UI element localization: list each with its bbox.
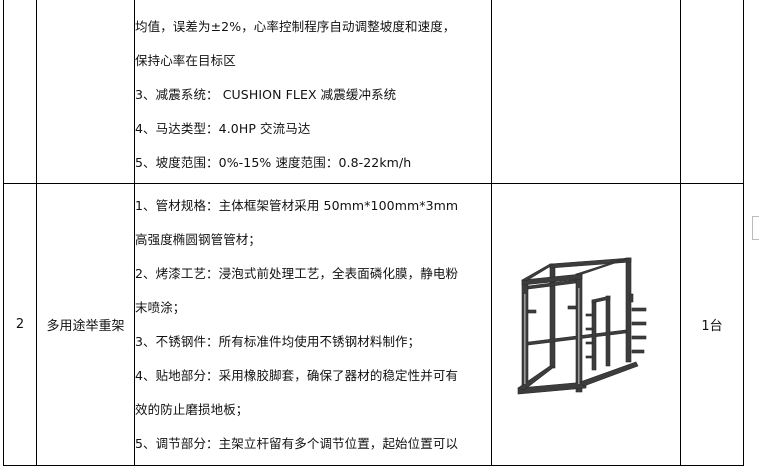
spec-line: 保持心率在目标区: [135, 53, 236, 68]
item-name-cell: [36, 0, 135, 184]
row-number-cell: 2: [3, 183, 37, 466]
row-number-cell: [3, 0, 37, 184]
page-edge-marker: [752, 216, 759, 240]
spec-line: 3、减震系统： CUSHION FLEX 减震缓冲系统: [135, 87, 397, 102]
spec-cell: 均值，误差为±2%，心率控制程序自动调整坡度和速度， 保持心率在目标区 3、减震…: [134, 0, 492, 184]
spec-line: 5、坡度范围：0%-15% 速度范围：0.8-22km/h: [135, 155, 412, 170]
spec-cell: 1、管材规格：主体框架管材采用 50mm*100mm*3mm 高强度椭圆钢管管材…: [134, 183, 492, 466]
spec-line: 4、贴地部分：采用橡胶脚套，确保了器材的稳定性并可有: [135, 367, 459, 383]
table-row: 2 多用途举重架 1、管材规格：主体框架管材采用 50mm*100mm*3mm …: [3, 183, 744, 466]
spec-line: 效的防止磨损地板；: [135, 401, 249, 417]
quantity-cell: [680, 0, 744, 184]
spec-line: 3、不锈钢件：所有标准件均使用不锈钢材料制作；: [135, 333, 421, 349]
spec-line: 高强度椭圆钢管管材；: [135, 231, 262, 247]
image-cell: [491, 0, 681, 184]
spec-line: 均值，误差为±2%，心率控制程序自动调整坡度和速度，: [135, 19, 456, 34]
equipment-spec-table: 均值，误差为±2%，心率控制程序自动调整坡度和速度， 保持心率在目标区 3、减震…: [3, 0, 744, 466]
quantity-cell: 1台: [680, 183, 744, 466]
spec-line: 2、烤漆工艺：浸泡式前处理工艺，全表面磷化膜，静电粉: [135, 265, 459, 281]
spec-line: 末喷涂；: [135, 299, 186, 315]
table-row: 均值，误差为±2%，心率控制程序自动调整坡度和速度， 保持心率在目标区 3、减震…: [3, 0, 744, 184]
power-rack-icon: [517, 257, 647, 394]
spec-line: 4、马达类型：4.0HP 交流马达: [135, 121, 311, 136]
spec-line: 5、调节部分：主架立杆留有多个调节位置，起始位置可以: [135, 435, 459, 451]
item-name-cell: 多用途举重架: [36, 183, 135, 466]
image-cell: [491, 183, 681, 466]
spec-line: 1、管材规格：主体框架管材采用 50mm*100mm*3mm: [135, 197, 459, 213]
